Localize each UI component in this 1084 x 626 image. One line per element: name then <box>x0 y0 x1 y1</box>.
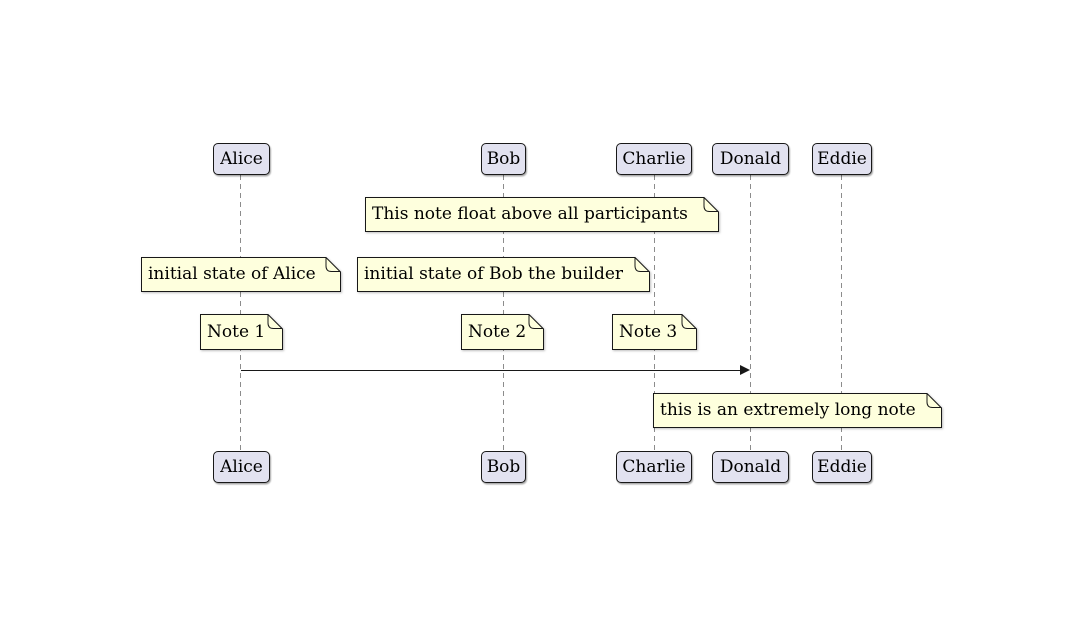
message-arrow-alice-to-donald <box>241 370 742 371</box>
note-text: Note 3 <box>619 321 678 342</box>
arrowhead-icon <box>740 365 750 375</box>
note-shape <box>357 257 650 292</box>
note-1: Note 1 <box>200 314 283 350</box>
lifeline-bob <box>503 175 504 451</box>
note-shape <box>141 257 341 292</box>
note-text: this is an extremely long note <box>660 400 916 420</box>
note-extremely-long: this is an extremely long note <box>653 393 942 428</box>
note-shape <box>461 314 544 350</box>
note-text: This note float above all participants <box>372 204 688 224</box>
note-initial-state-bob: initial state of Bob the builder <box>357 257 650 292</box>
note-shape <box>653 393 942 428</box>
note-text: initial state of Alice <box>148 264 316 284</box>
note-initial-state-alice: initial state of Alice <box>141 257 341 292</box>
note-shape <box>365 197 719 232</box>
participant-charlie-bottom: Charlie <box>616 451 692 483</box>
note-text: Note 1 <box>207 321 266 342</box>
note-shape <box>200 314 283 350</box>
note-text: Note 2 <box>468 321 527 342</box>
lifeline-donald <box>750 175 751 451</box>
participant-bob-top: Bob <box>481 143 526 175</box>
note-float-above-participants: This note float above all participants <box>365 197 719 232</box>
participant-alice-top: Alice <box>213 143 270 175</box>
participant-donald-bottom: Donald <box>712 451 789 483</box>
note-text: initial state of Bob the builder <box>364 264 624 284</box>
participant-donald-top: Donald <box>712 143 789 175</box>
lifeline-alice <box>240 175 241 451</box>
participant-alice-bottom: Alice <box>213 451 270 483</box>
lifeline-charlie <box>654 175 655 451</box>
note-shape <box>612 314 697 350</box>
participant-bob-bottom: Bob <box>481 451 526 483</box>
note-2: Note 2 <box>461 314 544 350</box>
lifeline-eddie <box>841 175 842 451</box>
participant-eddie-bottom: Eddie <box>812 451 872 483</box>
note-3: Note 3 <box>612 314 697 350</box>
participant-charlie-top: Charlie <box>616 143 692 175</box>
participant-eddie-top: Eddie <box>812 143 872 175</box>
